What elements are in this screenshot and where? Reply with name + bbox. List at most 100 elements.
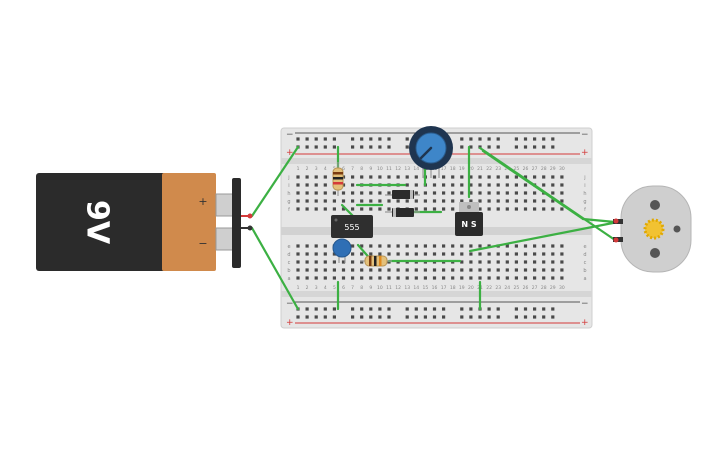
grid-hole[interactable]	[323, 207, 327, 211]
grid-hole[interactable]	[369, 191, 373, 195]
grid-hole[interactable]	[551, 191, 555, 195]
grid-hole[interactable]	[460, 175, 464, 179]
wire-to-motor-2[interactable]	[478, 146, 617, 242]
grid-hole[interactable]	[360, 244, 364, 248]
grid-hole[interactable]	[378, 191, 382, 195]
rail-hole[interactable]	[369, 137, 373, 141]
rail-hole[interactable]	[314, 137, 318, 141]
rail-hole[interactable]	[533, 137, 537, 141]
grid-hole[interactable]	[351, 260, 355, 264]
grid-hole[interactable]	[551, 207, 555, 211]
grid-hole[interactable]	[542, 244, 546, 248]
grid-hole[interactable]	[378, 244, 382, 248]
grid-hole[interactable]	[405, 252, 409, 256]
grid-hole[interactable]	[360, 175, 364, 179]
grid-hole[interactable]	[487, 260, 491, 264]
grid-hole[interactable]	[523, 183, 528, 187]
grid-hole[interactable]	[369, 207, 373, 211]
grid-hole[interactable]	[296, 207, 300, 211]
grid-hole[interactable]	[314, 191, 318, 195]
grid-hole[interactable]	[332, 199, 336, 203]
grid-hole[interactable]	[560, 207, 564, 211]
grid-hole[interactable]	[460, 252, 464, 256]
grid-hole[interactable]	[560, 252, 564, 256]
grid-hole[interactable]	[460, 183, 464, 187]
rail-hole[interactable]	[378, 145, 382, 149]
grid-hole[interactable]	[305, 268, 309, 272]
grid-hole[interactable]	[296, 252, 300, 256]
grid-hole[interactable]	[469, 252, 473, 256]
rail-hole[interactable]	[296, 137, 300, 141]
grid-hole[interactable]	[305, 244, 309, 248]
grid-hole[interactable]	[469, 191, 473, 195]
grid-hole[interactable]	[496, 175, 500, 179]
motor-terminal-1-end[interactable]	[613, 218, 619, 224]
grid-hole[interactable]	[451, 207, 455, 211]
grid-hole[interactable]	[478, 175, 482, 179]
grid-hole[interactable]	[423, 207, 427, 211]
grid-hole[interactable]	[560, 199, 564, 203]
grid-hole[interactable]	[551, 268, 555, 272]
motor-terminal-2-end[interactable]	[613, 237, 619, 243]
grid-hole[interactable]	[378, 276, 382, 280]
grid-hole[interactable]	[314, 207, 318, 211]
grid-hole[interactable]	[551, 252, 555, 256]
wire-battery-plus[interactable]	[250, 145, 300, 218]
grid-hole[interactable]	[378, 175, 382, 179]
grid-hole[interactable]	[533, 175, 537, 179]
grid-hole[interactable]	[523, 268, 528, 272]
grid-hole[interactable]	[432, 191, 437, 195]
grid-hole[interactable]	[305, 183, 309, 187]
grid-hole[interactable]	[332, 276, 336, 280]
rail-hole[interactable]	[378, 315, 382, 319]
grid-hole[interactable]	[314, 175, 318, 179]
grid-hole[interactable]	[341, 260, 346, 264]
rail-hole[interactable]	[414, 315, 418, 319]
wire-to-motor-1b[interactable]	[581, 217, 617, 224]
grid-hole[interactable]	[305, 207, 309, 211]
grid-hole[interactable]	[351, 175, 355, 179]
grid-hole[interactable]	[323, 268, 327, 272]
grid-hole[interactable]	[533, 191, 537, 195]
grid-hole[interactable]	[432, 268, 437, 272]
grid-hole[interactable]	[396, 276, 400, 280]
grid-hole[interactable]	[351, 191, 355, 195]
grid-hole[interactable]	[432, 183, 437, 187]
grid-hole[interactable]	[369, 244, 373, 248]
grid-hole[interactable]	[351, 199, 355, 203]
grid-hole[interactable]	[323, 276, 327, 280]
grid-hole[interactable]	[432, 244, 437, 248]
rail-hole[interactable]	[523, 307, 528, 311]
grid-hole[interactable]	[505, 276, 509, 280]
grid-hole[interactable]	[560, 276, 564, 280]
rail-hole[interactable]	[478, 315, 482, 319]
grid-hole[interactable]	[341, 268, 346, 272]
grid-hole[interactable]	[360, 260, 364, 264]
rail-hole[interactable]	[514, 145, 518, 149]
grid-hole[interactable]	[533, 276, 537, 280]
rail-hole[interactable]	[533, 145, 537, 149]
grid-hole[interactable]	[305, 260, 309, 264]
grid-hole[interactable]	[451, 175, 455, 179]
grid-hole[interactable]	[414, 252, 418, 256]
rail-hole[interactable]	[523, 315, 528, 319]
grid-hole[interactable]	[387, 244, 391, 248]
rail-hole[interactable]	[305, 145, 309, 149]
grid-hole[interactable]	[460, 244, 464, 248]
rail-hole[interactable]	[551, 315, 555, 319]
grid-hole[interactable]	[305, 276, 309, 280]
rail-hole[interactable]	[551, 137, 555, 141]
grid-hole[interactable]	[351, 252, 355, 256]
grid-hole[interactable]	[369, 175, 373, 179]
grid-hole[interactable]	[523, 207, 528, 211]
grid-hole[interactable]	[396, 175, 400, 179]
grid-hole[interactable]	[442, 191, 446, 195]
rail-hole[interactable]	[332, 307, 336, 311]
grid-hole[interactable]	[487, 268, 491, 272]
potentiometer[interactable]	[409, 126, 453, 178]
grid-hole[interactable]	[514, 252, 518, 256]
grid-hole[interactable]	[523, 244, 528, 248]
grid-hole[interactable]	[478, 199, 482, 203]
rail-hole[interactable]	[542, 137, 546, 141]
grid-hole[interactable]	[551, 199, 555, 203]
